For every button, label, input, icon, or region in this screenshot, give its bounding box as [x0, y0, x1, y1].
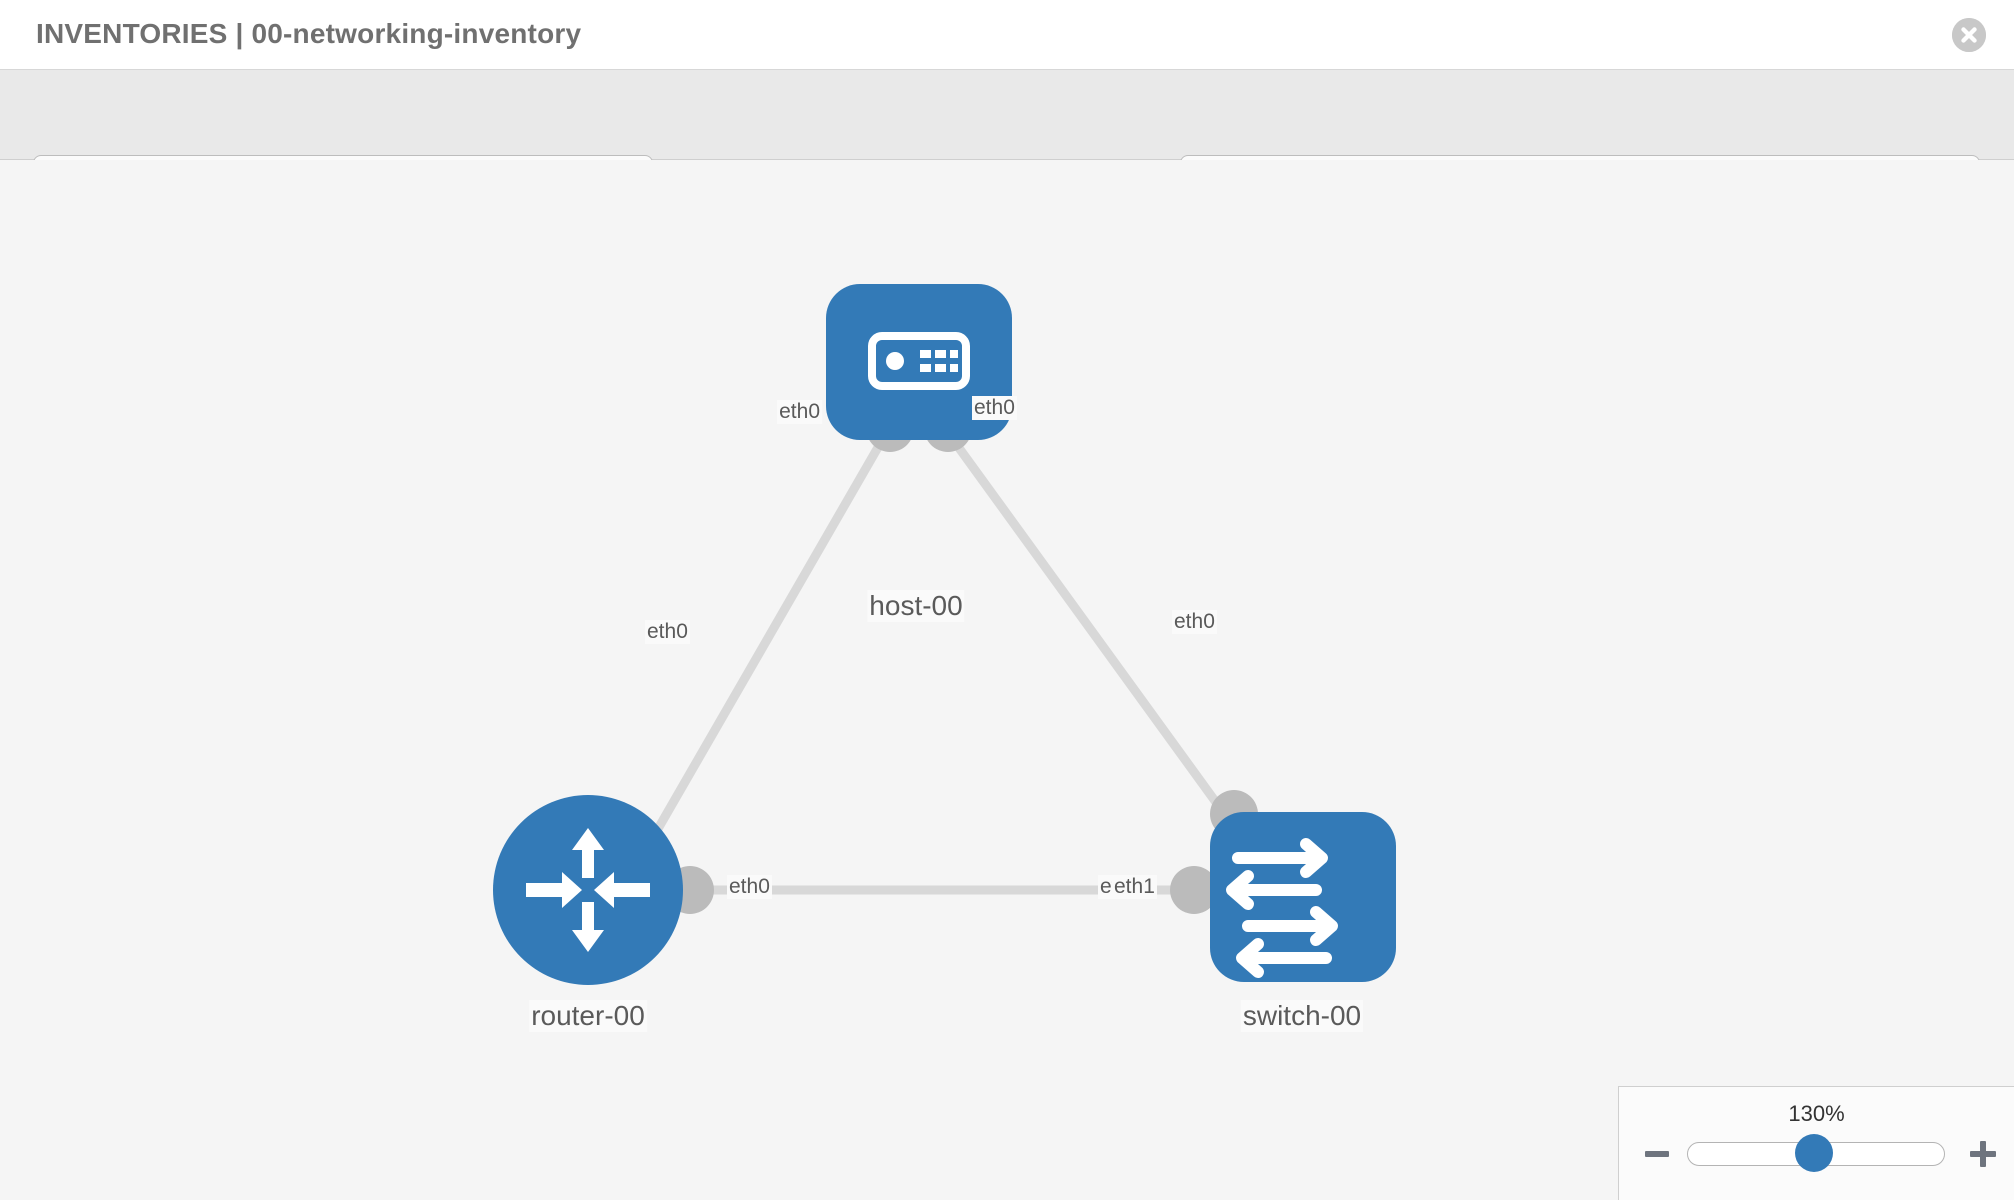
toolbar: ACTIONS SEARCH [0, 70, 2014, 211]
switch-icon [1226, 838, 1338, 978]
connector-switch00-west [1170, 866, 1218, 914]
node-switch-00 [1210, 812, 1396, 982]
zoom-in-button[interactable] [1968, 1139, 1998, 1169]
topology-canvas[interactable]: eth0 eth0 eth0 eth0 eth0 eth1 eth1 host-… [0, 160, 2014, 1200]
zoom-level-value: 130% [1788, 1101, 1845, 1126]
link-host00-switch00 [942, 427, 1256, 855]
server-icon [868, 332, 970, 390]
zoom-slider-handle[interactable] [1795, 1134, 1833, 1172]
zoom-control-panel: 130% [1618, 1086, 2014, 1200]
node-host-00 [826, 284, 1012, 440]
iface-label: eth0 [727, 875, 772, 899]
page-title: INVENTORIES | 00-networking-inventory [36, 18, 582, 49]
topology-links [636, 427, 1256, 895]
iface-label: eth0 [777, 400, 822, 424]
iface-label: eth0 [972, 396, 1017, 420]
page-header: INVENTORIES | 00-networking-inventory [0, 0, 2014, 70]
router-icon [526, 828, 650, 952]
close-icon[interactable] [1952, 18, 1986, 52]
node-label-switch-00: switch-00 [1240, 1000, 1364, 1032]
topology-graph [493, 284, 1396, 985]
iface-label: eth0 [1172, 610, 1217, 634]
iface-label: eth1 [1112, 875, 1157, 899]
node-label-host-00: host-00 [867, 590, 965, 622]
zoom-out-button[interactable] [1643, 1139, 1673, 1169]
iface-label: eth0 [645, 620, 690, 644]
link-host00-router00 [636, 427, 892, 863]
node-router-00 [493, 795, 683, 985]
node-label-router-00: router-00 [529, 1000, 647, 1032]
